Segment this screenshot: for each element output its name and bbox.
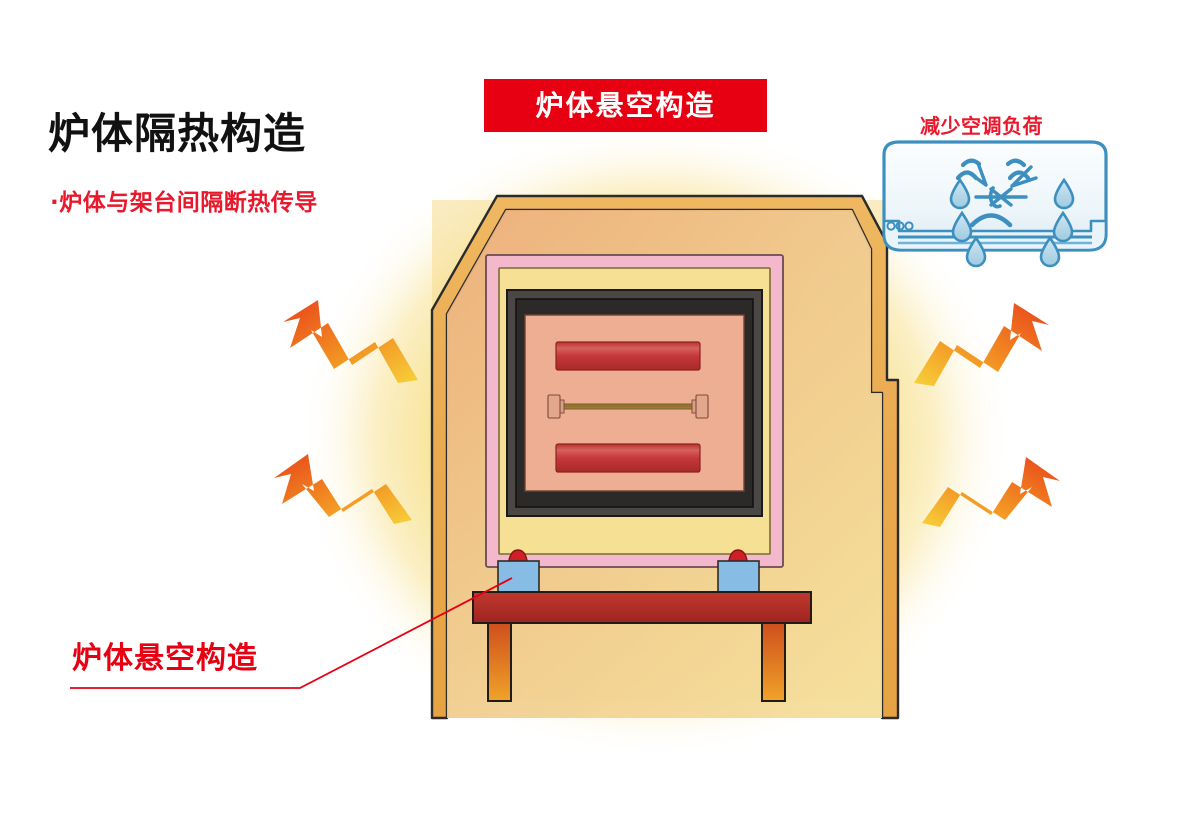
heater-bar-bottom xyxy=(555,443,701,473)
furnace-chamber xyxy=(524,314,745,492)
banner-callout: 炉体悬空构造 xyxy=(484,79,767,132)
ac-stress-right xyxy=(1010,165,1038,188)
callout-label: 炉体悬空构造 xyxy=(72,641,258,676)
furnace-stand xyxy=(472,591,812,702)
stand-leg-right xyxy=(761,622,786,702)
heat-arrow-upper-left xyxy=(283,300,418,383)
ac-eye-right xyxy=(1007,170,1031,181)
banner-label: 炉体悬空构造 xyxy=(535,88,716,122)
ac-stress-left xyxy=(966,161,988,187)
air-conditioner-caption: 减少空调负荷 xyxy=(920,114,1043,138)
ac-brow-right xyxy=(1005,158,1027,168)
heat-arrow-upper-right xyxy=(914,303,1049,386)
page-title: 炉体隔热构造 xyxy=(48,109,307,158)
ac-vent-1 xyxy=(886,221,896,231)
heat-arrow-lower-right xyxy=(922,457,1060,527)
ac-face xyxy=(955,158,1038,228)
heater-bar-top xyxy=(555,341,701,371)
ac-vent-2 xyxy=(895,221,905,231)
page-subtitle: ·炉体与架台间隔断热传导 xyxy=(50,190,318,216)
stand-leg-left xyxy=(487,622,512,702)
ac-vent-3 xyxy=(904,221,914,231)
chamber-shaft xyxy=(547,394,709,419)
heat-arrow-lower-left xyxy=(274,454,412,524)
ac-arrow-right xyxy=(998,187,1028,207)
ac-sweat-drops xyxy=(949,177,1075,268)
ac-mouth xyxy=(969,213,1013,228)
